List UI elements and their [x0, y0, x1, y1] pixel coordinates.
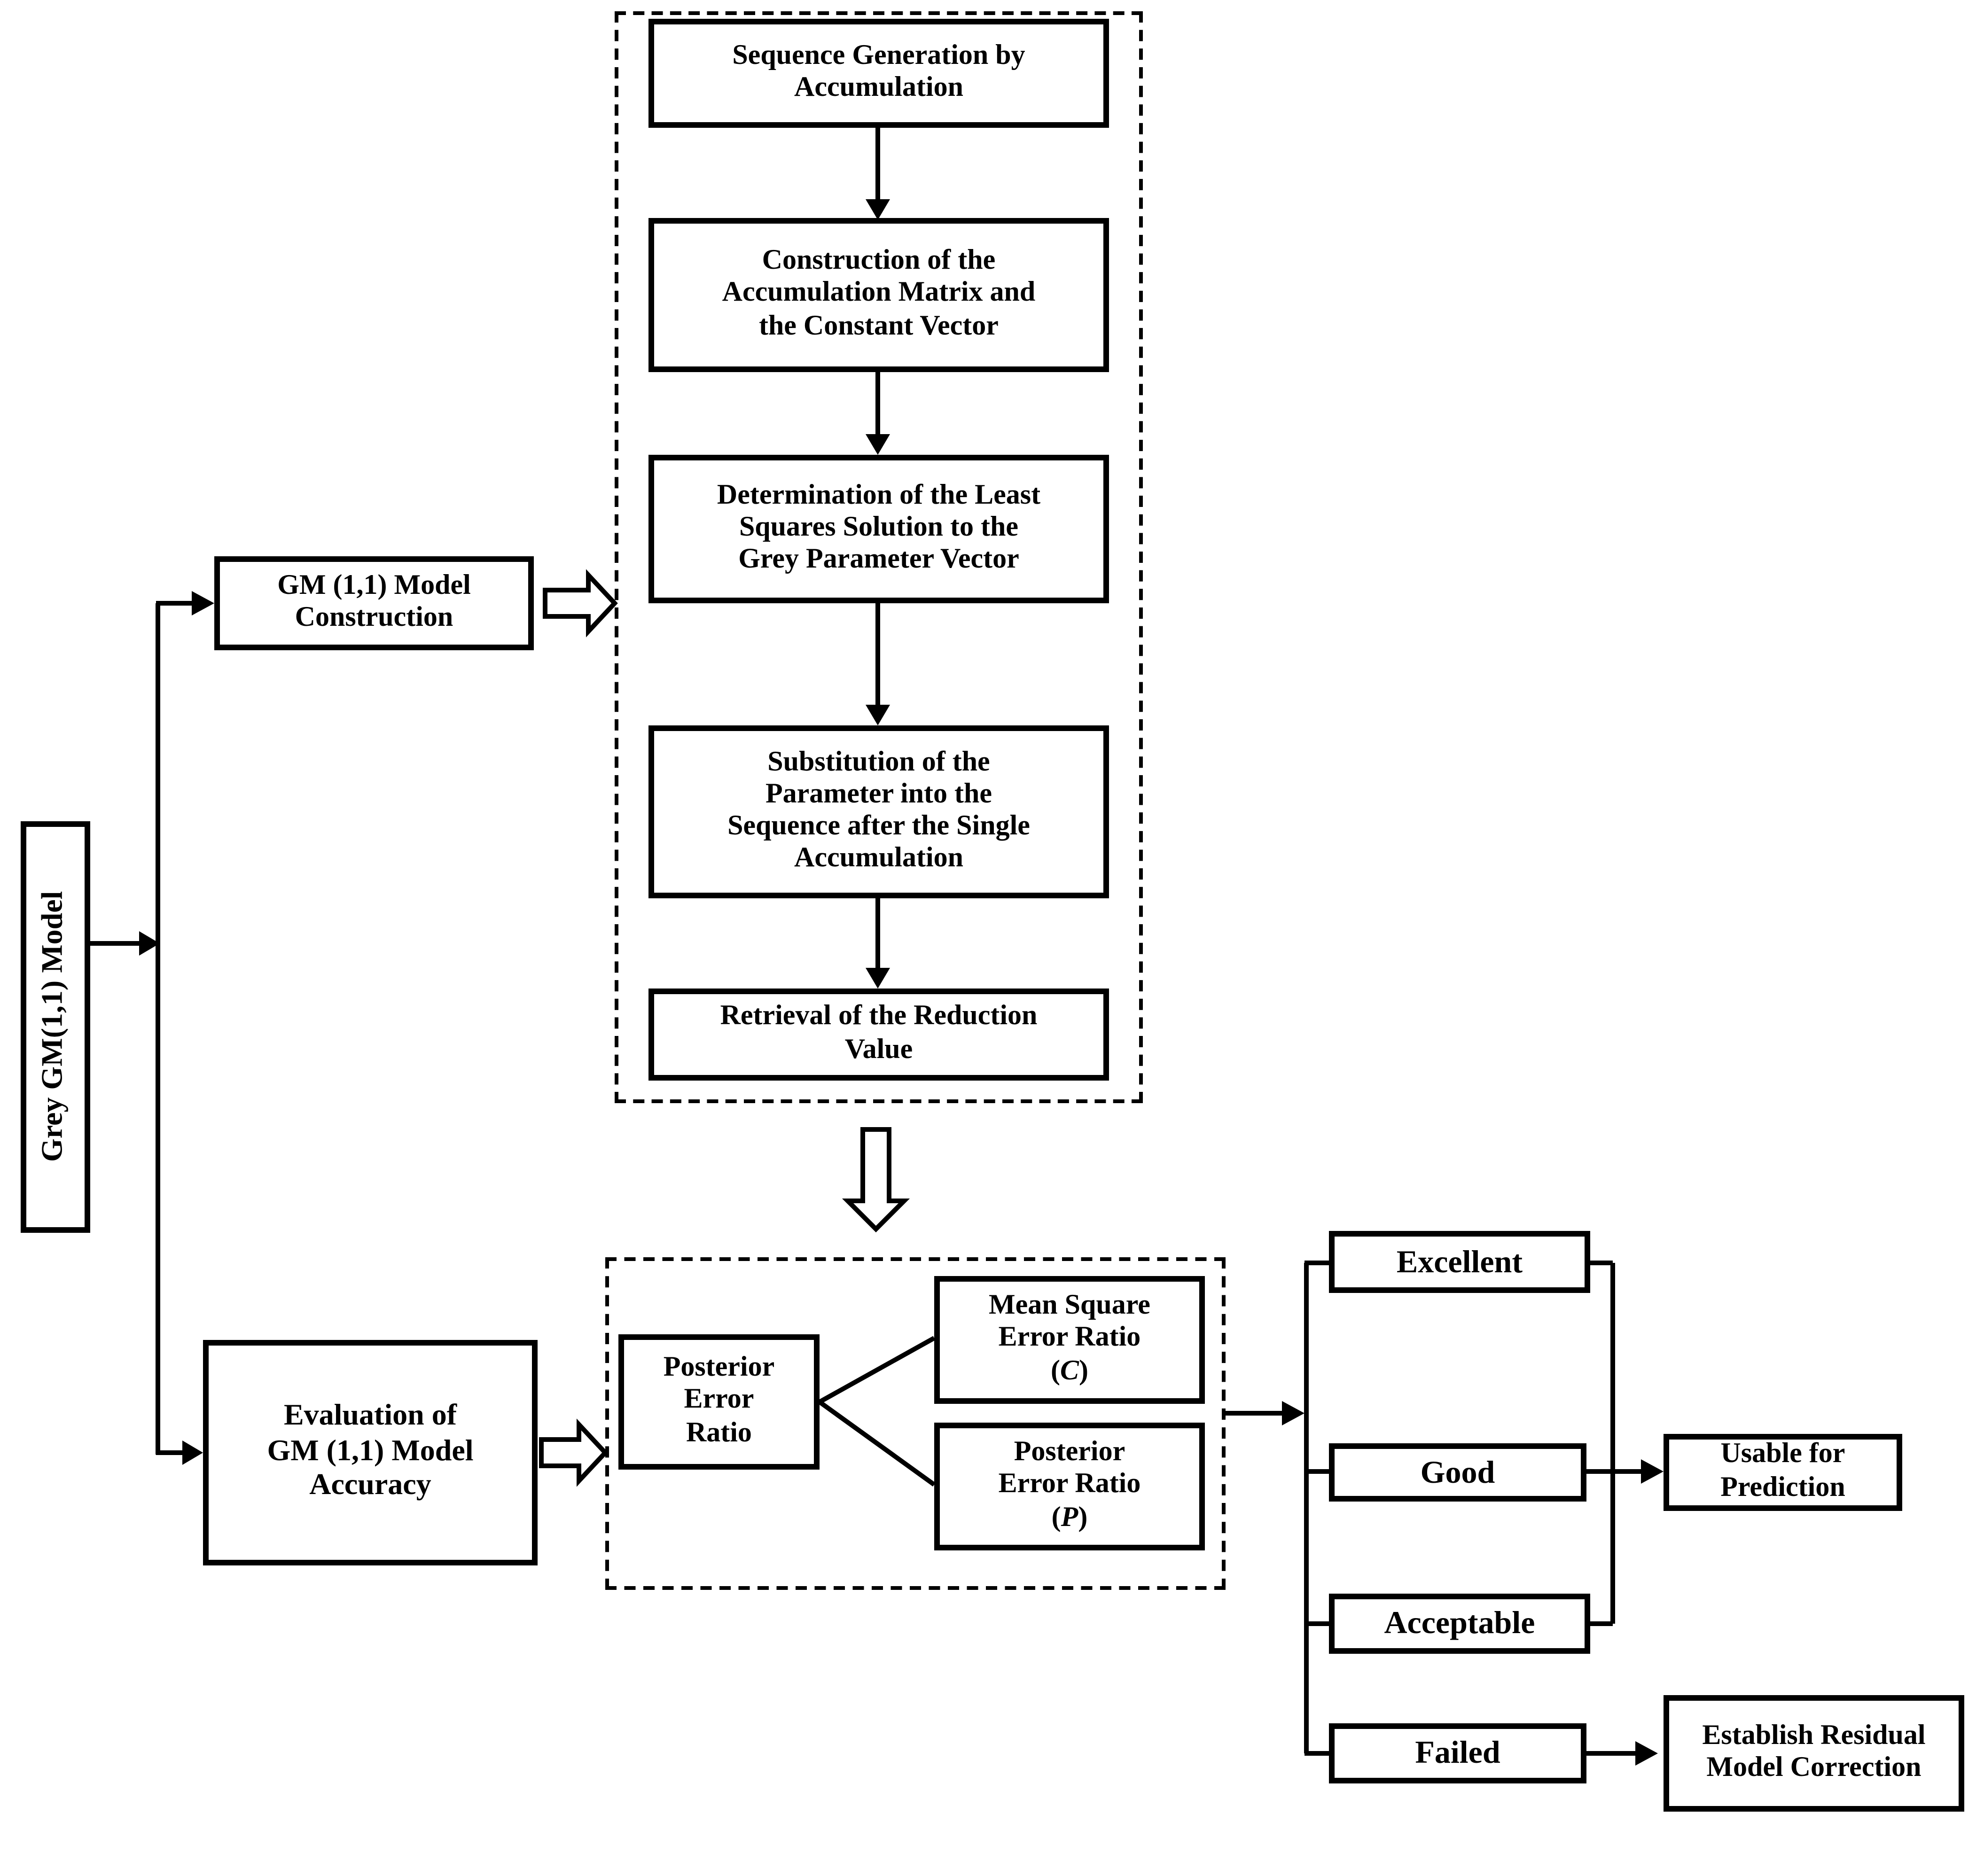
- step-label: Substitution of the Parameter into the S…: [727, 747, 1030, 874]
- outcome-usable-label: Usable for Prediction: [1720, 1440, 1845, 1502]
- fan-line-to-mean-square: [818, 1336, 936, 1404]
- step-arrow-3-head: [866, 705, 890, 725]
- construction-steps-container: [615, 11, 1143, 1103]
- hollow-arrow-down-icon: [842, 1127, 910, 1233]
- criterion-symbol-c: C: [1060, 1356, 1079, 1386]
- arrowhead-evaluation: [182, 1440, 203, 1465]
- posterior-error-ratio-p-box: Posterior Error Ratio (P): [934, 1423, 1205, 1550]
- fan-line-to-posterior-p: [818, 1400, 936, 1487]
- step-label: Retrieval of the Reduction Value: [720, 1002, 1038, 1065]
- criterion-prefix: Mean Square Error Ratio (: [989, 1291, 1150, 1386]
- grade-failed-box: Failed: [1329, 1723, 1586, 1783]
- hollow-arrow-construction-icon: [543, 569, 618, 638]
- step-arrow-1-head: [866, 199, 890, 220]
- construction-box: GM (1,1) Model Construction: [214, 556, 534, 650]
- criterion-prefix: Posterior Error Ratio (: [998, 1438, 1141, 1533]
- evaluation-box: Evaluation of GM (1,1) Model Accuracy: [203, 1340, 538, 1565]
- step-sequence-generation: Sequence Generation by Accumulation: [648, 19, 1109, 128]
- grade-good-box: Good: [1329, 1443, 1586, 1502]
- criterion-suffix: ): [1078, 1502, 1088, 1533]
- step-accumulation-matrix: Construction of the Accumulation Matrix …: [648, 218, 1109, 372]
- hollow-arrow-evaluation-icon: [539, 1418, 609, 1487]
- arrowhead-residual: [1635, 1741, 1658, 1766]
- root-model-label: Grey GM(1,1) Model: [38, 891, 70, 1163]
- outcome-residual-label: Establish Residual Model Correction: [1702, 1721, 1926, 1783]
- step-arrow-4-head: [866, 968, 890, 989]
- posterior-error-ratio-box: Posterior Error Ratio: [618, 1334, 820, 1470]
- evaluation-criteria-container: [605, 1257, 1226, 1590]
- step-arrow-2-head: [866, 434, 890, 455]
- posterior-error-ratio-p-label: Posterior Error Ratio (P): [999, 1438, 1141, 1535]
- mean-square-error-ratio-box: Mean Square Error Ratio (C): [934, 1276, 1205, 1404]
- grade-excellent-box: Excellent: [1329, 1231, 1590, 1293]
- step-substitution: Substitution of the Parameter into the S…: [648, 725, 1109, 898]
- construction-label: GM (1,1) Model Construction: [277, 571, 471, 633]
- mean-square-error-ratio-label: Mean Square Error Ratio (C): [989, 1292, 1150, 1389]
- grade-acceptable-label: Acceptable: [1384, 1605, 1535, 1641]
- posterior-error-ratio-label: Posterior Error Ratio: [663, 1353, 775, 1448]
- evaluation-label: Evaluation of GM (1,1) Model Accuracy: [267, 1401, 474, 1502]
- arrowhead-usable: [1641, 1459, 1664, 1484]
- arrowhead-construction: [192, 591, 214, 615]
- arrowhead-root-to-branch: [139, 931, 160, 956]
- criterion-suffix: ): [1079, 1356, 1088, 1386]
- outcome-usable-box: Usable for Prediction: [1664, 1434, 1902, 1511]
- step-retrieval: Retrieval of the Reduction Value: [648, 989, 1109, 1081]
- grade-acceptable-box: Acceptable: [1329, 1594, 1590, 1654]
- criterion-symbol-p: P: [1061, 1502, 1078, 1533]
- step-label: Sequence Generation by Accumulation: [732, 41, 1025, 103]
- step-label: Construction of the Accumulation Matrix …: [722, 246, 1036, 342]
- arrowhead-grades: [1282, 1401, 1304, 1425]
- root-model-box: Grey GM(1,1) Model: [21, 821, 90, 1233]
- grade-excellent-label: Excellent: [1396, 1243, 1523, 1279]
- step-label: Determination of the Least Squares Solut…: [717, 480, 1041, 576]
- grade-failed-label: Failed: [1415, 1735, 1500, 1771]
- outcome-residual-box: Establish Residual Model Correction: [1664, 1695, 1964, 1812]
- grade-good-label: Good: [1420, 1454, 1495, 1490]
- step-least-squares: Determination of the Least Squares Solut…: [648, 455, 1109, 603]
